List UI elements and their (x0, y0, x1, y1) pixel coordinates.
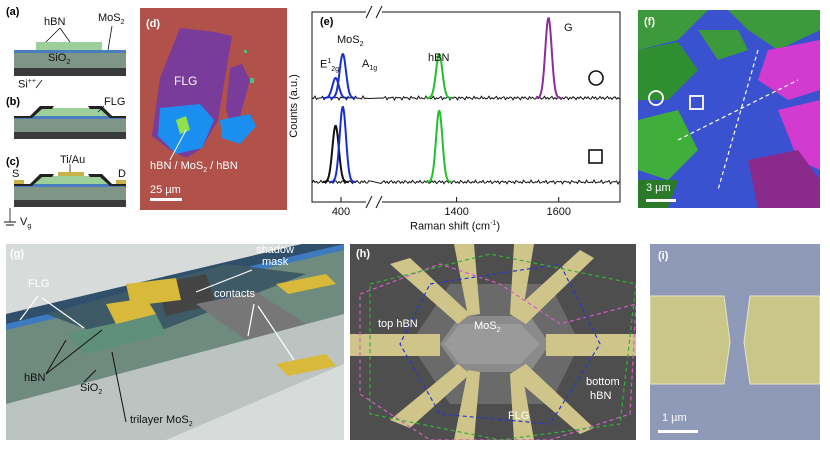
tiau-label: Ti/Au (60, 154, 86, 166)
x-tick-label: 1400 (444, 206, 468, 218)
flg-label: FLG (174, 74, 198, 88)
stack-label: hBN / MoS2 / hBN (150, 160, 238, 175)
hbn-label: hBN (44, 16, 66, 28)
hbn-peak-label: hBN (428, 52, 450, 64)
sio2-label: SiO2 (80, 382, 103, 397)
device-schematic-c (4, 164, 126, 226)
panel-g: (g) FLG shadow mask contacts hBN SiO2 tr… (6, 244, 344, 440)
e2g-label: E12g (320, 58, 340, 73)
device-schematic-b (14, 105, 126, 139)
flg-label: FLG (508, 410, 530, 422)
square-marker (588, 149, 603, 164)
peak-circle-A1g (330, 52, 356, 99)
series-circle-baseline (311, 94, 620, 102)
panel-e: 400 1400 1600 (e) Counts (a.u.) Raman shif… (287, 0, 635, 240)
scale-bar-label: 3 µm (646, 182, 671, 194)
panel-label: (c) (6, 156, 20, 168)
xlabel: Raman shift (cm-1) (410, 220, 500, 233)
panel-label: (a) (6, 6, 20, 18)
hbn-label: hBN (24, 372, 46, 384)
mos2-label: MoS2 (98, 12, 125, 27)
raman-spectra-chart: 400 1400 1600 (311, 5, 621, 218)
sem-micrograph-gap (650, 295, 820, 433)
peak-circle-hBN (426, 52, 452, 99)
peak-square-hBN (426, 109, 452, 183)
source-label: S (12, 168, 20, 180)
panel-i: (i) 1 µm (650, 244, 820, 440)
flg-label: FLG (104, 96, 126, 108)
panel-label: (h) (356, 248, 371, 260)
x-tick-label: 400 (332, 206, 350, 218)
device-schematic-a (14, 25, 126, 89)
shadow-label: shadow (256, 244, 294, 256)
panel-h: (h) top hBN MoS2 bottom hBN FLG (350, 244, 636, 440)
panel-label: (f) (644, 16, 655, 28)
optical-micrograph (150, 28, 256, 201)
bottom-label: bottom (586, 376, 620, 388)
panel-a: (a) hBN MoS2 SiO2 Si++ (0, 0, 135, 92)
device-rendering (6, 244, 344, 440)
panel-label: (g) (10, 248, 25, 260)
mos2-label: MoS2 (337, 34, 364, 49)
a1g-label: A1g (362, 58, 378, 73)
bottom-hbn-label: hBN (590, 390, 612, 402)
panel-f: (f) 3 µm (638, 10, 820, 208)
scale-bar-label: 1 µm (662, 412, 687, 424)
plot-frame (311, 11, 621, 203)
si-label: Si++ (18, 78, 36, 91)
mos2-label: MoS2 (474, 320, 501, 335)
mask-label: mask (262, 256, 289, 268)
panel-d: (d) FLG hBN / MoS2 / hBN 25 µm (140, 8, 287, 210)
panel-label: (e) (320, 16, 334, 28)
peak-square-A1g (330, 105, 356, 183)
g-peak-label: G (564, 22, 573, 34)
peak-square-E12g (322, 124, 349, 183)
top-hbn-label: top hBN (378, 318, 418, 330)
ylabel: Counts (a.u.) (287, 74, 300, 138)
gate-voltage-label: Vg (20, 216, 32, 231)
x-tick-label: 1600 (546, 206, 570, 218)
drain-label: D (118, 168, 126, 180)
sem-micrograph (350, 244, 636, 440)
sio2-label: SiO2 (48, 52, 71, 67)
peak-circle-G (535, 16, 562, 99)
series-square-baseline (311, 178, 620, 186)
contacts-label: contacts (214, 288, 255, 300)
panel-label: (i) (658, 250, 669, 262)
panel-b: (b) FLG (0, 92, 135, 152)
raman-map (638, 10, 820, 208)
panel-c: (c) Ti/Au S D Vg (0, 152, 135, 234)
panel-label: (b) (6, 96, 21, 108)
scale-bar-label: 25 µm (150, 184, 181, 196)
trilayer-label: trilayer MoS2 (130, 414, 193, 429)
panel-label: (d) (146, 18, 161, 30)
flg-label: FLG (28, 278, 50, 290)
peak-circle-E12g (322, 76, 349, 99)
circle-marker (588, 70, 604, 86)
